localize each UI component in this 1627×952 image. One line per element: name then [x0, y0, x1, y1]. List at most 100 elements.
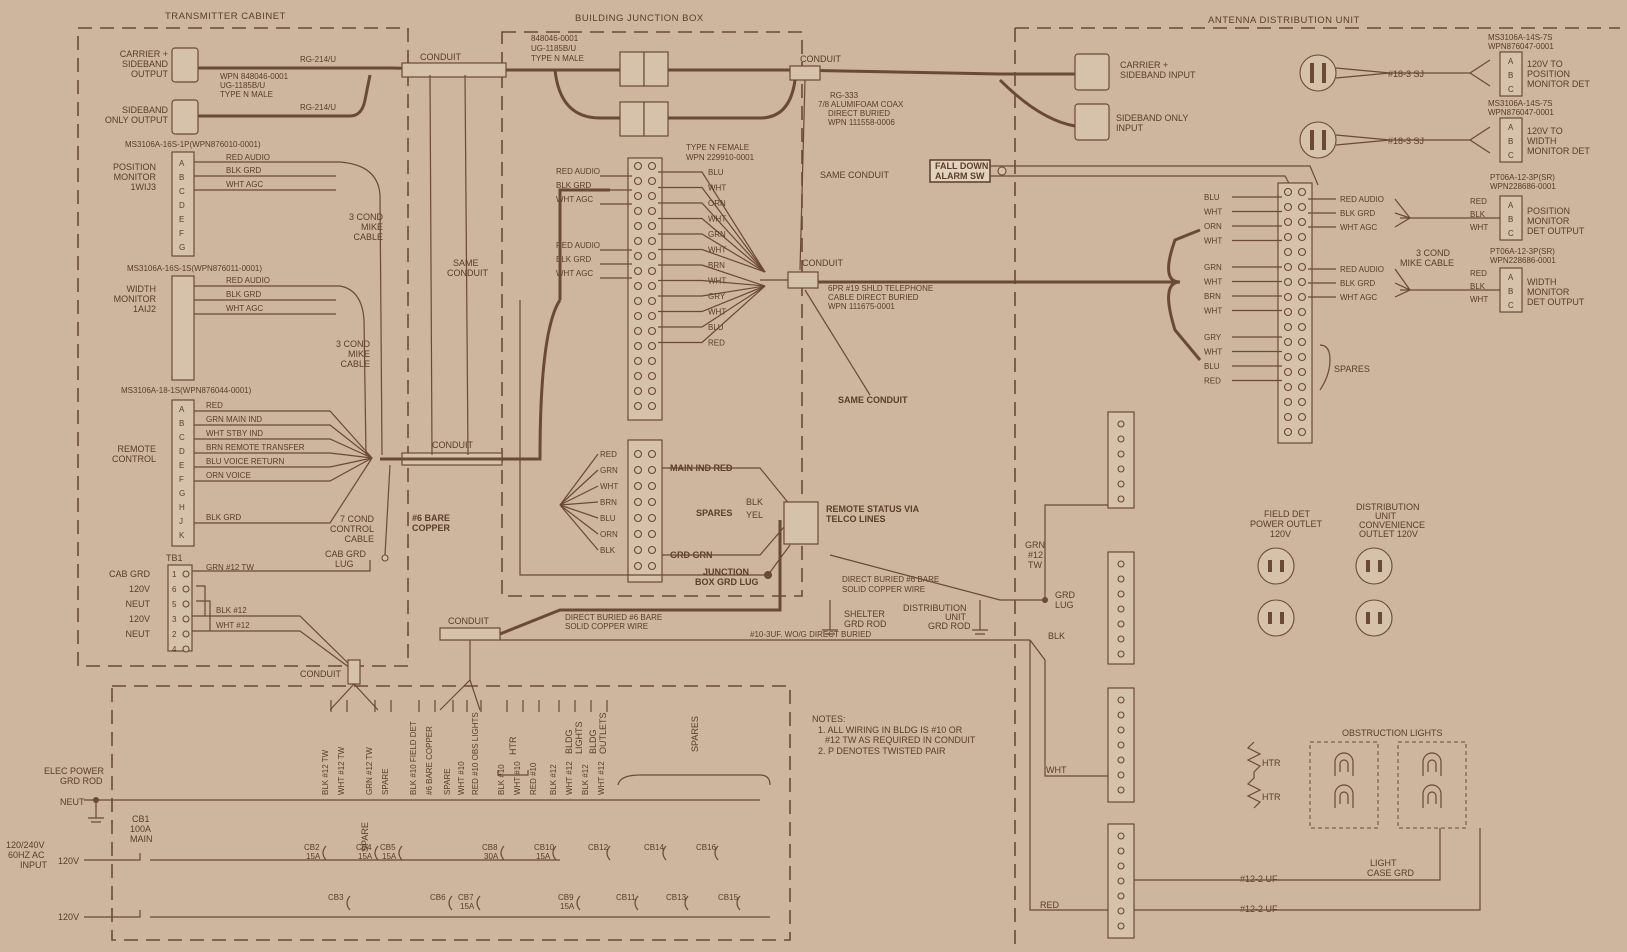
- abc-2a: A: [1508, 123, 1514, 132]
- panel-conduit: CONDUIT CONDUIT DIRECT BURIED #6 BARE SO…: [300, 520, 782, 711]
- ant-pin-r-13: [1297, 382, 1307, 392]
- panel-wire-label-2: GRN #12 TW: [365, 747, 374, 795]
- obstruction-label: OBSTRUCTION LIGHTS: [1342, 728, 1443, 738]
- remote-wire-2: [194, 438, 373, 459]
- pos-det-1: POSITION: [1527, 206, 1570, 216]
- ant-pin-r-4: [1297, 247, 1307, 257]
- breaker-bot-arc-6: [736, 895, 741, 911]
- breaker-top-label-1: CB4: [356, 843, 372, 852]
- width-det-1: WIDTH: [1527, 277, 1557, 287]
- outlet-slot-l-2: [1366, 560, 1370, 572]
- jb-upper-pin-l-10: [633, 311, 643, 321]
- panel-wire-label-4: BLK #10 FIELD DET: [409, 721, 418, 795]
- mike-cable-2-c: CABLE: [340, 359, 370, 369]
- jb-upper-pin-r-2: [647, 191, 657, 201]
- rg214-bottom: RG-214/U: [300, 103, 336, 112]
- jb-left-wire-5: WHT AGC: [556, 269, 593, 278]
- jb-right-wire-7: WHT: [708, 277, 726, 286]
- ant-right-wire-5: WHT AGC: [1340, 293, 1377, 302]
- remote-pin-H: H: [179, 503, 185, 512]
- fall-down-alarm: FALL DOWN ALARM SW: [929, 159, 1319, 186]
- dist-outlet-1: DISTRIBUTION: [1356, 502, 1420, 512]
- ant-pin-r-1: [1297, 202, 1307, 212]
- spare-yel: YEL: [746, 510, 763, 520]
- ant-pin-l-14: [1283, 397, 1293, 407]
- htr-panel: HTR: [508, 736, 518, 755]
- jb-right-wire-line-6: [658, 264, 766, 287]
- conduit-label-top: CONDUIT: [420, 52, 461, 62]
- tb1-pin-4: 4: [172, 645, 177, 654]
- sideband-output-label-2: ONLY OUTPUT: [105, 115, 169, 125]
- jb-right-wire-line-9: [658, 285, 766, 313]
- jb-upper-pin-r-15: [647, 386, 657, 396]
- monitor-power-plugs: #18-3 SJ #18-3 SJ MS3106A-14S-7S WPN8760…: [1299, 33, 1590, 163]
- remote-conn-label: MS3106A-18-1S(WPN876044-0001): [121, 386, 252, 395]
- ant-mike-1: 3 COND: [1416, 248, 1451, 258]
- breaker-top-label-5: CB12: [588, 843, 609, 852]
- pos-mon-pin-G: G: [179, 243, 185, 252]
- panel-wire-label-1: WHT #12 TW: [337, 746, 346, 795]
- neut-label: NEUT: [60, 797, 85, 807]
- pos-mon-label-3: 1WIJ3: [130, 182, 156, 192]
- power-strip-1-pin-5: [1117, 635, 1125, 643]
- jb-lower-wire-3: BRN: [600, 498, 617, 507]
- direct-buried-1-b: SOLID COPPER WIRE: [842, 585, 925, 594]
- cb1-1: CB1: [132, 814, 150, 824]
- spares-label: SPARES: [696, 508, 732, 518]
- ant-pin-l-0: [1283, 187, 1293, 197]
- jb-upper-pin-r-6: [647, 251, 657, 261]
- jb-lower-wire-line-1: [559, 469, 599, 506]
- jb-lower-wire-5: ORN: [600, 530, 618, 539]
- ant-pin-l-3: [1283, 232, 1293, 242]
- width-mon-label-3: 1AIJ2: [133, 304, 156, 314]
- carrier-output-label-3: OUTPUT: [131, 69, 169, 79]
- width-monitor-connector: MS3106A-16S-1S(WPN876011-0001) WIDTH MON…: [114, 264, 370, 456]
- conduit-label-panel: CONDUIT: [300, 669, 341, 679]
- abc-1b: B: [1508, 71, 1513, 80]
- tb1-label: TB1: [166, 553, 183, 563]
- ant-wht: WHT: [1046, 765, 1067, 775]
- power-strip-1-pin-0: [1117, 560, 1125, 568]
- breaker-top-label-3: CB8: [482, 843, 498, 852]
- panel-wire-label-0: BLK #12 TW: [321, 749, 330, 795]
- jb-upper-pin-l-9: [633, 296, 643, 306]
- tb1-label-1: 120V: [129, 584, 150, 594]
- uf-1: #12-2 UF: [1240, 874, 1278, 884]
- elec-grd-2: GRD ROD: [60, 776, 103, 786]
- tb1-terminal-6: [182, 585, 190, 593]
- tb1-terminal-2: [182, 630, 190, 638]
- breaker-top-arc-3: [500, 845, 505, 861]
- pos-mon-det-1: 120V TO: [1527, 59, 1563, 69]
- power-strip-2-pin-0: [1117, 696, 1125, 704]
- rbw-2b: BLK: [1470, 282, 1486, 291]
- jb-upper-pin-r-12: [647, 341, 657, 351]
- remote-wire-label-3: BRN REMOTE TRANSFER: [206, 443, 305, 452]
- antenna-power-strips: GRN #12 TW GRD LUG BLK WHT RED: [1025, 411, 1135, 939]
- ant-red: RED: [1040, 900, 1060, 910]
- pos-mon-pin-C: C: [179, 187, 185, 196]
- jb-right-wire-3: WHT: [708, 215, 726, 224]
- remote-pin-B: B: [179, 419, 184, 428]
- sideband-output-label-1: SIDEBAND: [122, 105, 169, 115]
- ant-right-wire-tail-2: [1394, 217, 1411, 228]
- remote-label-2: CONTROL: [112, 454, 156, 464]
- input-3: INPUT: [20, 860, 48, 870]
- dist-outlet-4: OUTLET 120V: [1359, 529, 1418, 539]
- abc-4a: A: [1508, 273, 1514, 282]
- breaker-bot-label-0: CB3: [328, 893, 344, 902]
- mike-cable-1-a: 3 COND: [349, 212, 384, 222]
- ant-pin-l-9: [1283, 322, 1293, 332]
- ant-pin-l-10: [1283, 337, 1293, 347]
- conduit-label-mid: CONDUIT: [432, 440, 473, 450]
- bldg-lights-1: BLDG: [564, 729, 574, 754]
- ant-pin-l-7: [1283, 292, 1293, 302]
- power-strip-0-pin-0: [1117, 420, 1125, 428]
- panel-wire-label-11: RED #10: [529, 762, 538, 795]
- jb-right-wire-5: WHT: [708, 246, 726, 255]
- jb-left-wire-2: WHT AGC: [556, 195, 593, 204]
- ant-pin-r-12: [1297, 367, 1307, 377]
- rg333-2: 7/8 ALUMIFOAM COAX: [818, 100, 904, 109]
- ant-right-wire-0: RED AUDIO: [1340, 195, 1384, 204]
- remote-pin-D: D: [179, 447, 185, 456]
